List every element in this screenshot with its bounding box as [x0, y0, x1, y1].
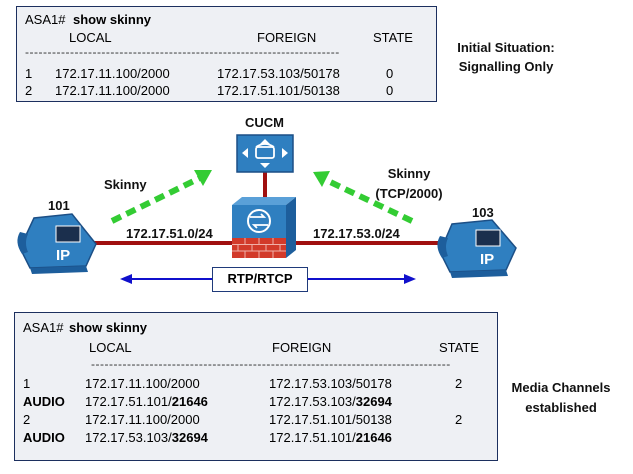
row-id: 2: [25, 83, 33, 98]
note-line: Media Channels: [511, 380, 611, 395]
note-line: Signalling Only: [458, 59, 554, 74]
skinny-label-right: Skinny (TCP/2000): [370, 164, 448, 204]
row-id: AUDIO: [23, 430, 65, 445]
skinny-arrow-right: [313, 171, 414, 224]
row-state: 0: [386, 83, 394, 98]
cli-command: show skinny: [69, 320, 148, 335]
row-local: 172.17.11.100/2000: [85, 412, 200, 427]
cli-prompt: ASA1#: [23, 320, 64, 335]
row-foreign: 172.17.51.101/21646: [269, 430, 392, 445]
separator-line: ----------------------------------------…: [91, 357, 451, 371]
row-id: 1: [25, 66, 33, 81]
rtp-rtcp-label: RTP/RTCP: [212, 267, 308, 292]
row-foreign: 172.17.51.101/50138: [269, 412, 392, 427]
row-local: 172.17.11.100/2000: [85, 376, 200, 391]
established-show-skinny-output: ASA1# show skinny LOCAL FOREIGN STATE --…: [14, 312, 498, 461]
header-foreign: FOREIGN: [257, 30, 317, 45]
row-local: 172.17.51.101/21646: [85, 394, 208, 409]
row-id: AUDIO: [23, 394, 65, 409]
row-id: 1: [23, 376, 31, 391]
label-line: Skinny: [387, 166, 431, 181]
cucm-label: CUCM: [245, 115, 284, 130]
subnet-right-label: 172.17.53.0/24: [313, 226, 400, 241]
row-id: 2: [23, 412, 31, 427]
ip-text: IP: [56, 247, 70, 264]
phone-103-label: 103: [472, 205, 494, 220]
header-state: STATE: [439, 340, 479, 355]
label-line: (TCP/2000): [375, 186, 443, 201]
ip-text: IP: [480, 251, 494, 268]
row-foreign: 172.17.53.103/50178: [217, 66, 340, 81]
subnet-left-label: 172.17.51.0/24: [126, 226, 213, 241]
header-state: STATE: [373, 30, 413, 45]
row-local: 172.17.11.100/2000: [55, 83, 170, 98]
phone-101-label: 101: [48, 198, 70, 213]
cli-command: show skinny: [73, 12, 152, 27]
note-line: Initial Situation:: [457, 40, 555, 55]
skinny-label-left: Skinny: [104, 177, 147, 192]
row-foreign: 172.17.51.101/50138: [217, 83, 340, 98]
ip-phone-103-icon: IP: [437, 219, 517, 278]
header-local: LOCAL: [89, 340, 132, 355]
header-foreign: FOREIGN: [272, 340, 332, 355]
skinny-arrow-left: [110, 170, 212, 224]
row-state: 0: [386, 66, 394, 81]
ip-phone-101-icon: IP: [17, 213, 97, 274]
cucm-server-icon: [236, 134, 294, 173]
row-foreign: 172.17.53.103/50178: [269, 376, 392, 391]
row-state: 2: [455, 376, 463, 391]
row-local: 172.17.53.103/32694: [85, 430, 208, 445]
header-local: LOCAL: [69, 30, 112, 45]
row-state: 2: [455, 412, 463, 427]
initial-situation-note: Initial Situation: Signalling Only: [448, 38, 564, 76]
row-local: 172.17.11.100/2000: [55, 66, 170, 81]
initial-show-skinny-output: ASA1# show skinny LOCAL FOREIGN STATE --…: [16, 6, 437, 102]
note-line: established: [525, 400, 597, 415]
separator-line: ----------------------------------------…: [25, 45, 340, 59]
row-foreign: 172.17.53.103/32694: [269, 394, 392, 409]
asa-firewall-icon: [232, 197, 296, 258]
cli-prompt: ASA1#: [25, 12, 66, 27]
media-channels-note: Media Channels established: [502, 378, 620, 418]
